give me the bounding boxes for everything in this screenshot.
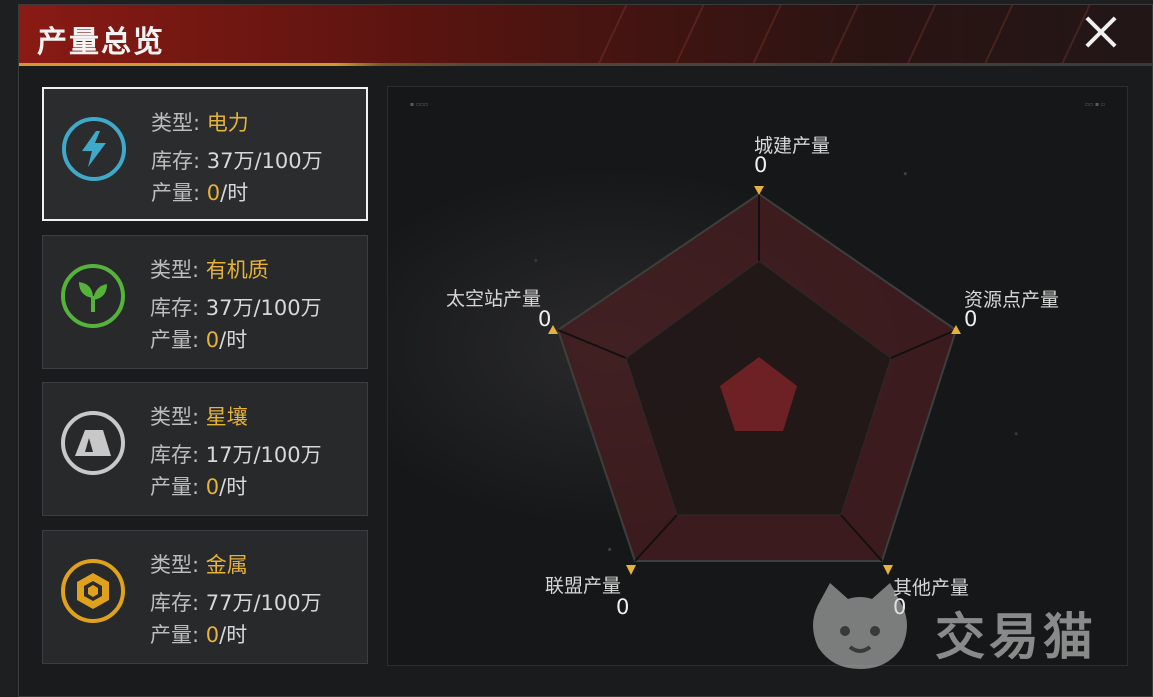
axis-value-alliance: 0 <box>616 595 630 619</box>
resource-type: 电力 <box>206 111 249 135</box>
stock-label: 库存: <box>150 296 200 320</box>
axis-label-space-station: 太空站产量 <box>446 288 542 310</box>
resource-card-metal[interactable]: 类型: 金属库存: 77万/100万产量: 0/时 <box>42 530 368 664</box>
watermark: 交易猫 <box>800 575 1130 675</box>
radar-inner-pentagon <box>720 357 797 431</box>
axis-label-alliance: 联盟产量 <box>545 575 622 597</box>
axis-value-space-station: 0 <box>538 307 552 331</box>
lightning-icon <box>62 117 126 181</box>
header-divider <box>19 63 1152 66</box>
leaf-icon <box>61 264 125 328</box>
rate-unit: /时 <box>220 181 249 205</box>
rate-value: 0 <box>205 623 220 647</box>
radar-chart-area: ▪ ▫▫▫ ▫▫ ▪ ▫ 城建产量 0 资源点产量 0 其他产量 0 联盟产量 … <box>387 86 1128 666</box>
rate-label: 产量: <box>150 475 200 499</box>
axis-label-other: 其他产量 <box>893 577 970 599</box>
rate-value: 0 <box>205 475 220 499</box>
hexagon-ore-icon <box>61 559 125 623</box>
rate-unit: /时 <box>219 475 248 499</box>
stock-value: 17万/100万 <box>205 443 322 467</box>
type-label: 类型: <box>151 111 201 135</box>
stock-label: 库存: <box>150 443 200 467</box>
type-label: 类型: <box>150 258 200 282</box>
close-icon[interactable] <box>1083 14 1119 50</box>
watermark-text: 交易猫 <box>935 608 1097 666</box>
axis-value-city: 0 <box>754 153 768 177</box>
stock-value: 37万/100万 <box>206 149 323 173</box>
stock-label: 库存: <box>150 591 200 615</box>
mountain-icon <box>61 411 125 475</box>
axis-label-resource: 资源点产量 <box>964 289 1060 311</box>
axis-value-resource: 0 <box>964 307 978 331</box>
panel-title: 产量总览 <box>37 25 165 60</box>
rate-unit: /时 <box>219 623 248 647</box>
resource-type: 有机质 <box>205 258 269 282</box>
cat-logo-icon <box>813 583 907 669</box>
rate-label: 产量: <box>151 181 201 205</box>
resource-type: 星壤 <box>205 405 248 429</box>
rate-value: 0 <box>206 181 221 205</box>
resource-card-electricity[interactable]: 类型: 电力库存: 37万/100万产量: 0/时 <box>42 87 368 221</box>
rate-label: 产量: <box>150 623 200 647</box>
type-label: 类型: <box>150 553 200 577</box>
type-label: 类型: <box>150 405 200 429</box>
resource-type: 金属 <box>205 553 248 577</box>
stock-label: 库存: <box>151 149 201 173</box>
rate-unit: /时 <box>219 328 248 352</box>
stock-value: 77万/100万 <box>205 591 322 615</box>
stock-value: 37万/100万 <box>205 296 322 320</box>
header-bar: 产量总览 <box>19 5 1152 63</box>
radar-chart <box>548 186 961 575</box>
resource-card-organic[interactable]: 类型: 有机质库存: 37万/100万产量: 0/时 <box>42 235 368 369</box>
radar-vertex-markers <box>548 186 961 575</box>
axis-label-city: 城建产量 <box>754 135 831 157</box>
resource-card-star-soil[interactable]: 类型: 星壤库存: 17万/100万产量: 0/时 <box>42 382 368 516</box>
rate-label: 产量: <box>150 328 200 352</box>
rate-value: 0 <box>205 328 220 352</box>
